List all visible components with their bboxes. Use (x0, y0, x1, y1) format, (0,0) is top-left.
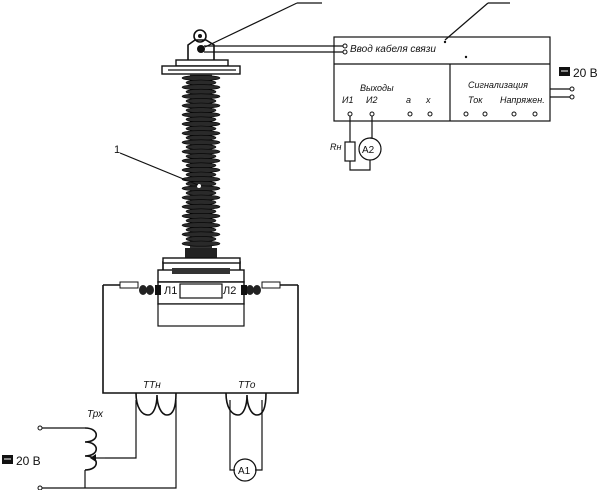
signal-voltage-label: Напряжен. (500, 95, 545, 105)
insulator-column (157, 29, 245, 327)
signal-terminal-3 (511, 111, 517, 117)
terminal-l1-label: Л1 (164, 285, 177, 297)
primary-circuit: Л1 Л2 (102, 281, 299, 394)
terminal-l2-label: Л2 (223, 285, 236, 297)
power-right-label: 20 В (573, 66, 598, 80)
connector-l2 (241, 281, 298, 295)
signal-title: Сигнализация (468, 80, 528, 90)
output-i2-label: И2 (366, 95, 377, 105)
outputs-title: Выходы (360, 83, 394, 93)
ammeter-a1 (233, 458, 257, 482)
ct-ttn-label: ТТн (143, 380, 161, 391)
signal-terminal-2 (482, 111, 488, 117)
ammeter-a2-label: A2 (362, 145, 375, 156)
ammeter-a2 (358, 137, 382, 161)
callout-number: 1 (114, 144, 120, 156)
power-left-label: 20 В (16, 454, 41, 468)
output-i2-terminal (369, 111, 375, 117)
callout-1: 1 (114, 144, 199, 186)
regulating-transformer: Трх (40, 409, 105, 488)
leader-lines (204, 2, 510, 48)
signal-terminal-4 (532, 111, 538, 117)
output-x-terminal (427, 111, 433, 117)
output-i1-label: И1 (342, 95, 353, 105)
signal-terminal-1 (463, 111, 469, 117)
power-supply-right: 20 В (550, 66, 598, 100)
ammeter-a1-label: A1 (238, 466, 251, 477)
output-a-terminal (407, 111, 413, 117)
ct-tto-label: ТТо (238, 380, 256, 391)
insulator-sheds (181, 74, 221, 250)
current-transformer-ttn: ТТн (40, 380, 177, 489)
insulator-top-cap (161, 29, 241, 75)
load-resistor (344, 141, 356, 162)
signal-current-label: Ток (468, 95, 483, 105)
transformer-trx-label: Трх (87, 409, 104, 420)
connector-l1 (103, 281, 161, 295)
control-unit: Ввод кабеля связи Выходы И1 И2 a x Сигна… (333, 36, 551, 122)
current-transformer-tto: A1 ТТо (225, 380, 267, 482)
output-x-label: x (425, 95, 431, 105)
communication-cable (204, 43, 348, 55)
power-supply-left: 20 В (2, 425, 43, 490)
load-label: Rн (330, 142, 341, 152)
cable-input-label: Ввод кабеля связи (350, 43, 436, 55)
output-a-label: a (406, 95, 411, 105)
output-i1-terminal (347, 111, 353, 117)
output-load-circuit: A2 Rн (330, 116, 382, 171)
